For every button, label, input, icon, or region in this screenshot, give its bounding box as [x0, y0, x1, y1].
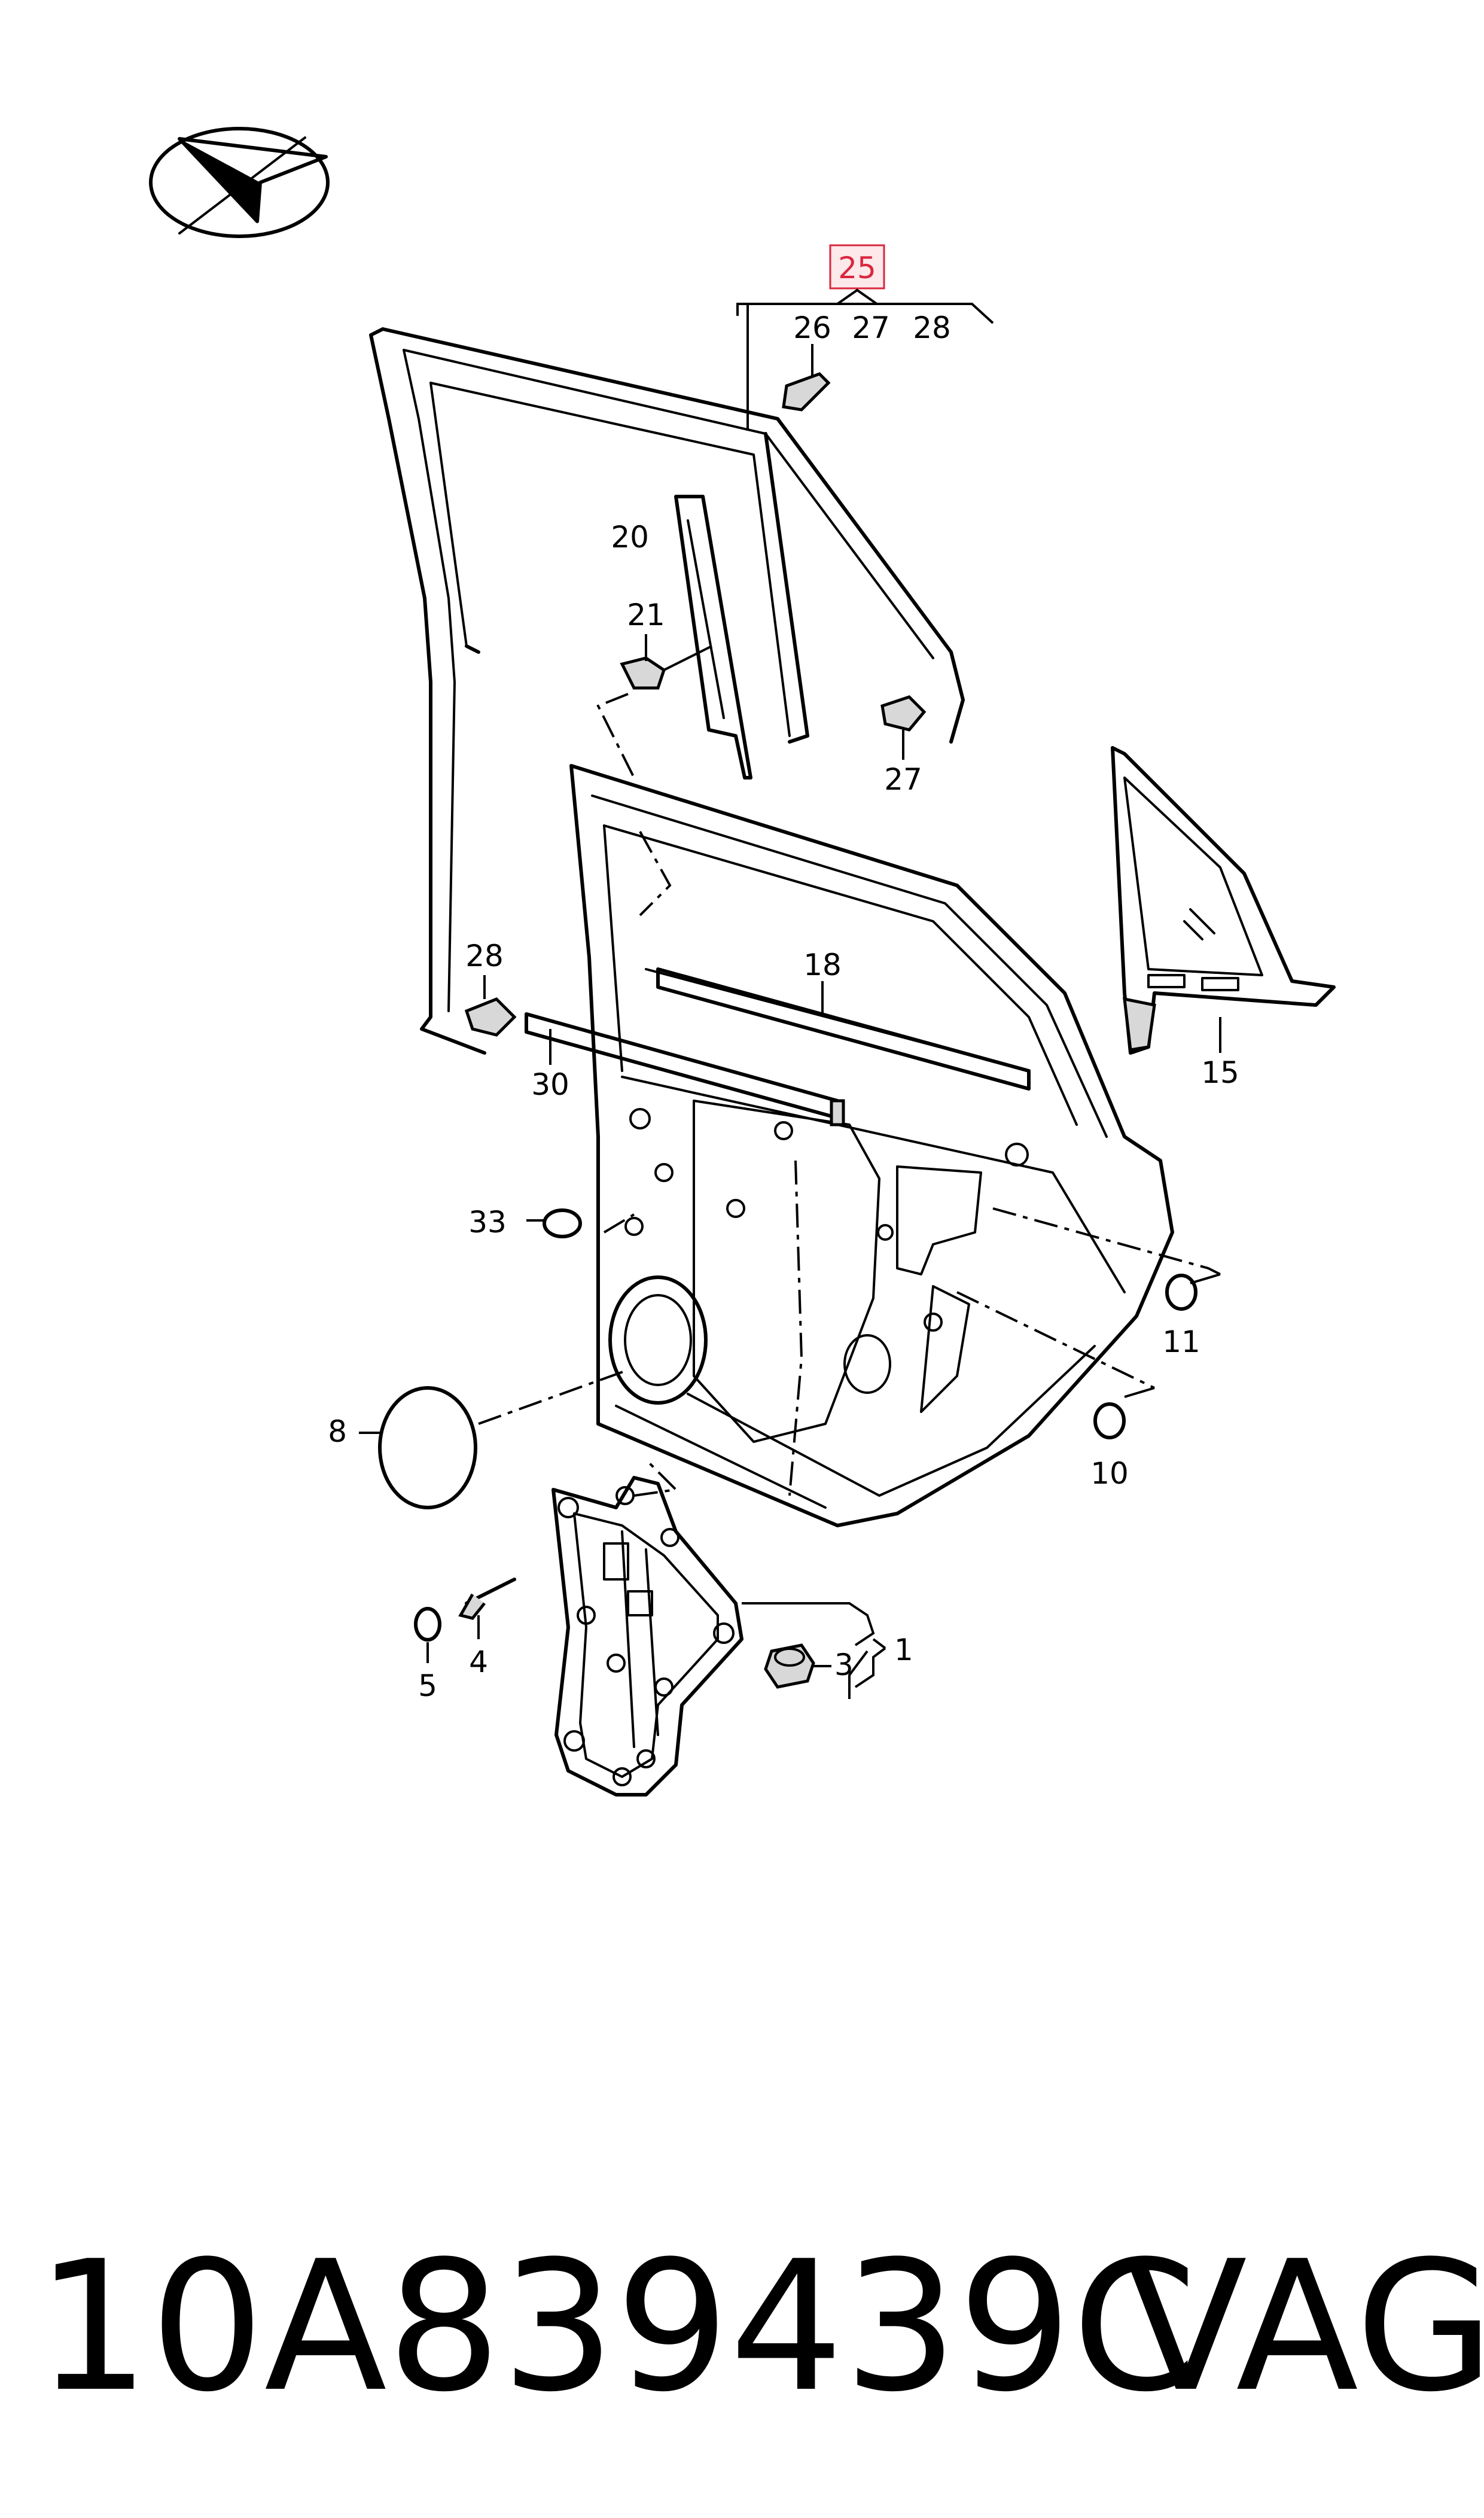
callout-21: 21: [627, 598, 665, 632]
callout-33: 33: [468, 1205, 507, 1240]
clip-21: [596, 634, 712, 778]
callout-labels: 25 26 27 28 20 21 27 28 18 15 30 33 11 8…: [328, 251, 1239, 1703]
callout-20: 20: [611, 520, 649, 555]
callout-3: 3: [834, 1648, 854, 1682]
plug-10: [1093, 1402, 1126, 1439]
clip-28: [464, 975, 517, 1037]
orientation-logo: [149, 127, 330, 238]
callout-28: 28: [465, 939, 504, 973]
callout-27-top: 27: [852, 310, 890, 345]
callout-27: 27: [884, 762, 922, 797]
door-seal: [369, 327, 965, 1055]
washer-5: [414, 1607, 441, 1663]
callout-25: 25: [838, 251, 876, 285]
callout-5: 5: [418, 1668, 437, 1703]
callout-8: 8: [328, 1414, 347, 1449]
callout-30: 30: [531, 1067, 569, 1102]
bolt-4: [458, 1578, 516, 1639]
callout-11: 11: [1162, 1325, 1200, 1359]
clip-27: [880, 695, 927, 760]
callout-18: 18: [803, 948, 842, 982]
plug-11: [1165, 1274, 1197, 1311]
callout-10: 10: [1090, 1456, 1129, 1491]
callout-4: 4: [469, 1645, 488, 1679]
quarter-glass-15: [1111, 746, 1336, 1055]
callout-28-top: 28: [913, 310, 951, 345]
strip-18: [656, 967, 1031, 1091]
cover-8: [378, 1386, 477, 1509]
part-number: 10A839439C: [36, 2222, 1197, 2431]
clip-26: [782, 344, 831, 412]
callout-26: 26: [793, 310, 831, 345]
brand-name: VAG: [1125, 2222, 1484, 2431]
window-channel-20: [674, 495, 752, 780]
strip-30: [525, 1012, 845, 1126]
plug-33: [543, 1208, 582, 1238]
callout-15: 15: [1201, 1055, 1239, 1090]
window-regulator-1: [551, 1459, 886, 1797]
door-shell: [569, 764, 1174, 1527]
group-bracket-25: [736, 244, 994, 431]
nut-3: [764, 1643, 831, 1689]
leader-lines: [359, 1160, 1221, 1496]
callout-1: 1: [894, 1633, 913, 1667]
